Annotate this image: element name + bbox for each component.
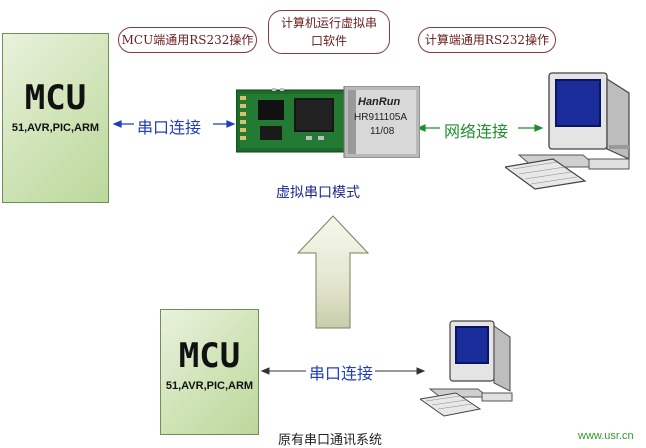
module-brand: HanRun [358, 96, 401, 108]
bottom-computer-icon [420, 320, 513, 417]
virtual-serial-mode-caption: 虚拟串口模式 [276, 185, 360, 201]
callout-center-line1: 计算机运行虚拟串 [280, 16, 377, 30]
bottom-serial-link-label: 串口连接 [309, 364, 374, 383]
callout-computer-rs232: 计算端通用RS232操作 [418, 27, 556, 53]
top-serial-arrow [112, 120, 236, 128]
module-part-number: HR911105A [354, 112, 407, 123]
bottom-mcu-subtitle: 51,AVR,PIC,ARM [165, 380, 254, 392]
bottom-mcu-box: MCU 51,AVR,PIC,ARM [160, 309, 259, 435]
top-mcu-title: MCU [24, 78, 87, 118]
network-link-label: 网络连接 [444, 122, 509, 141]
callout-computer-rs232-text: 计算端通用RS232操作 [424, 33, 550, 47]
serial-ethernet-module [236, 86, 420, 158]
callout-virtual-serial-software: 计算机运行虚拟串 口软件 [268, 10, 390, 54]
bottom-mcu-title: MCU [178, 336, 241, 376]
callout-mcu-rs232-text: MCU端通用RS232操作 [121, 33, 254, 47]
site-watermark: www.usr.cn [578, 430, 634, 442]
network-arrow [416, 124, 544, 132]
top-computer-icon [505, 72, 630, 190]
upgrade-arrow [296, 215, 370, 329]
original-serial-system-caption: 原有串口通讯系统 [278, 433, 383, 448]
top-mcu-subtitle: 51,AVR,PIC,ARM [11, 122, 100, 134]
callout-center-line2: 口软件 [310, 34, 347, 48]
callout-mcu-rs232: MCU端通用RS232操作 [118, 27, 257, 53]
top-serial-link-label: 串口连接 [137, 118, 202, 137]
bottom-serial-arrow [260, 367, 426, 375]
module-date-code: 11/08 [370, 126, 395, 137]
top-mcu-box: MCU 51,AVR,PIC,ARM [2, 33, 109, 203]
